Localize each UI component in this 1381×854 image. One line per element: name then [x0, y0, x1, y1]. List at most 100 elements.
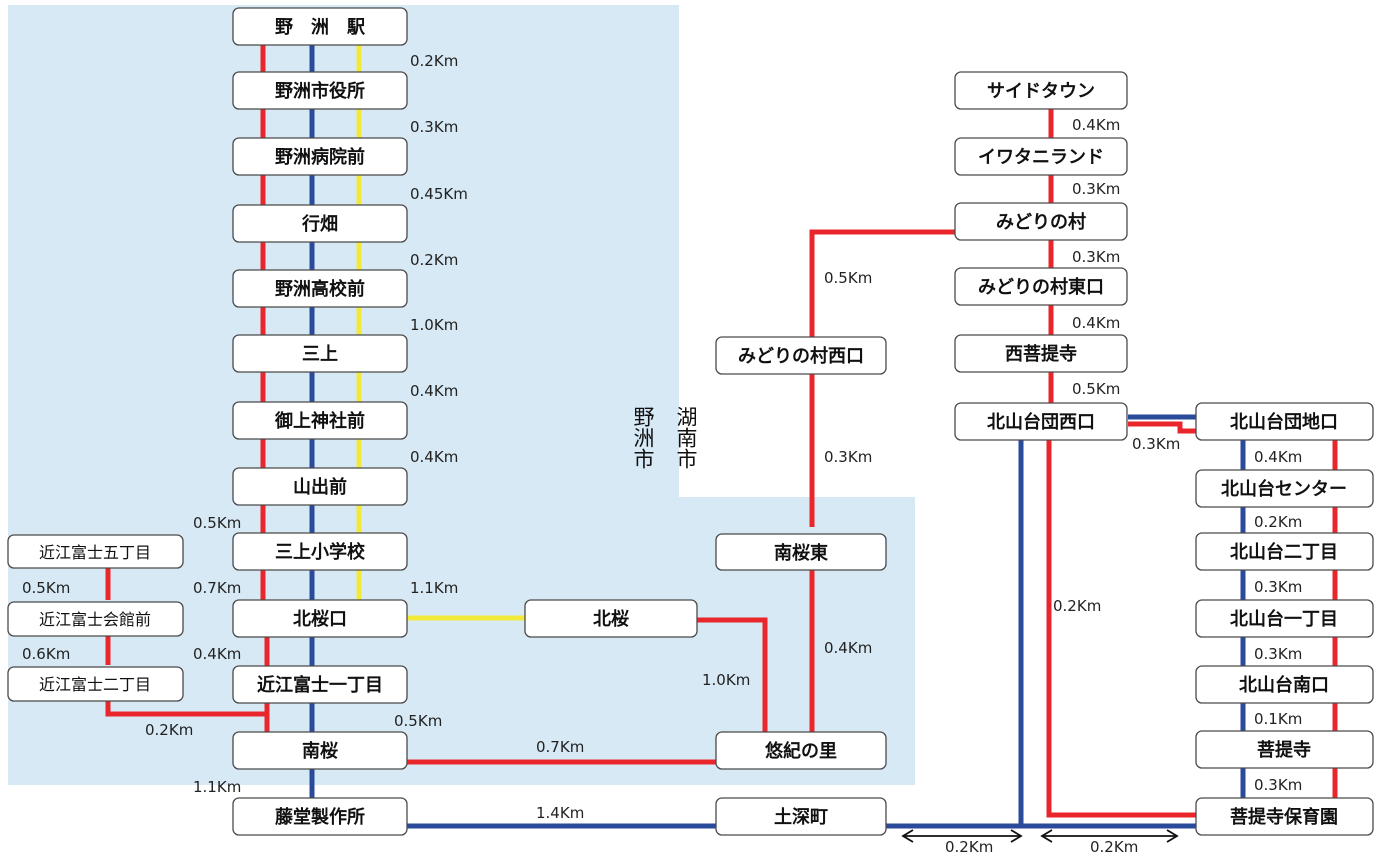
distance-label: 0.7Km	[536, 738, 584, 756]
distance-label: 1.0Km	[702, 671, 750, 689]
svg-text:北山台二丁目: 北山台二丁目	[1230, 541, 1338, 563]
distance-label: 0.2Km	[410, 52, 458, 70]
distance-label: 0.1Km	[1254, 710, 1302, 728]
svg-text:山出前: 山出前	[293, 476, 347, 498]
distance-label: 0.3Km	[1254, 578, 1302, 596]
stop-side-town[interactable]: サイドタウン	[954, 71, 1128, 110]
stop-iwatani-land[interactable]: イワタニランド	[954, 137, 1128, 176]
stop-kitayamadai-2chome[interactable]: 北山台二丁目	[1195, 532, 1374, 571]
svg-text:南桜東: 南桜東	[774, 542, 828, 564]
svg-text:菩提寺保育園: 菩提寺保育園	[1230, 806, 1338, 828]
red-route-line	[1046, 440, 1196, 818]
stop-kitazakura[interactable]: 北桜	[524, 599, 698, 638]
distance-label: 0.5Km	[22, 579, 70, 597]
stop-kitayamadai-center[interactable]: 北山台センター	[1195, 469, 1374, 508]
distance-label: 0.4Km	[410, 382, 458, 400]
distance-label: 0.2Km	[1053, 597, 1101, 615]
distance-arrow	[1040, 829, 1179, 843]
distance-label: 0.2Km	[945, 838, 993, 854]
svg-text:北桜口: 北桜口	[293, 608, 347, 630]
stop-hijikatacho[interactable]: 土深町	[715, 797, 887, 836]
distance-label: 0.4Km	[1254, 448, 1302, 466]
distance-label: 0.3Km	[410, 118, 458, 136]
stop-minamizakura-higashi[interactable]: 南桜東	[715, 533, 887, 571]
distance-label: 0.4Km	[193, 645, 241, 663]
stop-kitayamadai-danchiguchi[interactable]: 北山台団地口	[1195, 402, 1374, 441]
svg-text:土深町: 土深町	[774, 806, 828, 828]
svg-text:藤堂製作所: 藤堂製作所	[275, 806, 365, 828]
stop-kitazakuraguchi[interactable]: 北桜口	[232, 599, 408, 638]
distance-label: 0.3Km	[1072, 180, 1120, 198]
svg-text:みどりの村西口: みどりの村西口	[738, 345, 864, 367]
red-route-line	[105, 701, 267, 717]
stop-mikami-jinjamae[interactable]: 御上神社前	[232, 401, 408, 440]
stop-noshu-eki[interactable]: 野 洲 駅	[232, 7, 408, 46]
stop-noshu-kokomae[interactable]: 野洲高校前	[232, 269, 408, 308]
stop-ohmifuji-1chome[interactable]: 近江富士一丁目	[232, 665, 408, 704]
svg-text:野洲市役所: 野洲市役所	[275, 80, 365, 102]
stop-bodaiji-hoikuen[interactable]: 菩提寺保育園	[1195, 797, 1374, 836]
stop-ohmifuji-2chome[interactable]: 近江富士二丁目	[7, 666, 184, 702]
stop-yukinosato[interactable]: 悠紀の里	[715, 731, 887, 770]
svg-text:北山台団西口: 北山台団西口	[987, 411, 1095, 433]
svg-text:近江富士一丁目: 近江富士一丁目	[257, 674, 383, 696]
svg-text:西菩提寺: 西菩提寺	[1005, 343, 1077, 365]
distance-label: 0.7Km	[193, 579, 241, 597]
red-route-line	[1128, 421, 1196, 434]
distance-label: 1.1Km	[410, 579, 458, 597]
svg-text:イワタニランド: イワタニランド	[978, 147, 1104, 168]
distance-label: 0.2Km	[410, 251, 458, 269]
stop-kitayamadai-minamiguchi[interactable]: 北山台南口	[1195, 665, 1374, 704]
stop-todo-seisakusho[interactable]: 藤堂製作所	[232, 797, 408, 836]
distance-label: 0.2Km	[1090, 838, 1138, 854]
stop-mikami[interactable]: 三上	[232, 334, 408, 373]
distance-label: 0.5Km	[193, 514, 241, 532]
svg-text:サイドタウン: サイドタウン	[987, 81, 1095, 102]
stop-midorinomura[interactable]: みどりの村	[954, 202, 1128, 241]
svg-text:北山台南口: 北山台南口	[1239, 674, 1329, 696]
distance-label: 0.4Km	[1072, 116, 1120, 134]
distance-label: 0.5Km	[824, 269, 872, 287]
stop-gyobata[interactable]: 行畑	[232, 204, 408, 243]
stop-nishi-bodaiji[interactable]: 西菩提寺	[954, 334, 1128, 373]
svg-text:近江富士五丁目: 近江富士五丁目	[39, 543, 151, 562]
svg-text:野洲病院前: 野洲病院前	[275, 146, 365, 168]
distance-label: 0.3Km	[1254, 645, 1302, 663]
svg-text:野 洲 駅: 野 洲 駅	[275, 17, 366, 38]
stop-midorinomura-nishiguchi[interactable]: みどりの村西口	[715, 336, 887, 375]
stop-ohmifuji-kaikanmae[interactable]: 近江富士会館前	[7, 601, 184, 637]
distance-label: 1.1Km	[193, 778, 241, 796]
stop-noshu-byoinmae[interactable]: 野洲病院前	[232, 137, 408, 176]
distance-label: 0.4Km	[410, 448, 458, 466]
svg-text:北山台一丁目: 北山台一丁目	[1230, 608, 1338, 630]
distance-arrow	[901, 829, 1023, 843]
distance-label: 0.3Km	[1254, 776, 1302, 794]
distance-label: 0.2Km	[145, 721, 193, 739]
distance-label: 0.4Km	[1072, 314, 1120, 332]
svg-text:御上神社前: 御上神社前	[274, 410, 365, 432]
distance-label: 0.6Km	[22, 645, 70, 663]
svg-text:三上: 三上	[302, 344, 338, 365]
stop-noshu-shiyakusho[interactable]: 野洲市役所	[232, 71, 408, 110]
distance-label: 0.3Km	[824, 448, 872, 466]
distance-label: 0.2Km	[1254, 513, 1302, 531]
svg-text:菩提寺: 菩提寺	[1257, 739, 1311, 761]
stop-midorinomura-higashiguchi[interactable]: みどりの村東口	[954, 267, 1128, 306]
noshu-city-label: 野洲市	[631, 406, 655, 469]
stop-mikami-shogakko[interactable]: 三上小学校	[232, 532, 408, 571]
distance-label: 0.3Km	[1072, 248, 1120, 266]
stop-kitayamadai-danchi-nishiguchi[interactable]: 北山台団西口	[954, 402, 1128, 441]
stop-ohmifuji-5chome[interactable]: 近江富士五丁目	[7, 534, 184, 569]
distance-label: 0.4Km	[824, 639, 872, 657]
distance-label: 1.0Km	[410, 316, 458, 334]
stop-minamizakura[interactable]: 南桜	[232, 731, 408, 770]
stop-kitayamadai-1chome[interactable]: 北山台一丁目	[1195, 599, 1374, 638]
distance-label: 0.5Km	[394, 712, 442, 730]
stop-yamadetemae[interactable]: 山出前	[232, 467, 408, 506]
red-route-line	[697, 617, 768, 732]
svg-text:悠紀の里: 悠紀の里	[764, 740, 837, 762]
distance-label: 0.5Km	[1072, 380, 1120, 398]
svg-text:みどりの村東口: みどりの村東口	[978, 276, 1104, 298]
stop-bodaiji[interactable]: 菩提寺	[1195, 730, 1374, 769]
